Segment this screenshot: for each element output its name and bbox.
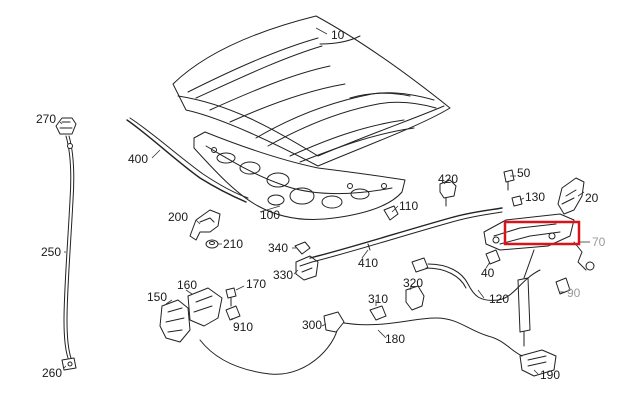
label-100: 100 [260, 208, 280, 222]
prop-rod-410[interactable] [309, 207, 503, 263]
bowden-cable-180[interactable] [199, 317, 523, 375]
label-320: 320 [403, 276, 423, 290]
label-310: 310 [368, 292, 388, 306]
label-250: 250 [41, 245, 61, 259]
bolt-130[interactable] [511, 195, 523, 207]
hinge-20[interactable] [557, 177, 585, 215]
label-410: 410 [358, 256, 378, 270]
part-labels: 10 20 40 50 70 90 100 110 120 130 150 16… [36, 28, 606, 382]
bracket-200[interactable] [189, 209, 221, 241]
label-910: 910 [233, 320, 253, 334]
highlight-frame [503, 220, 581, 246]
fastener-50[interactable] [503, 169, 515, 191]
clip-340[interactable] [294, 241, 311, 255]
clip-300[interactable] [323, 311, 345, 333]
latch-150[interactable] [159, 299, 191, 343]
lock-330[interactable] [295, 255, 319, 281]
wire-connector[interactable] [411, 257, 429, 273]
label-110: 110 [399, 199, 418, 213]
latch-160[interactable] [187, 287, 223, 327]
label-10: 10 [331, 28, 345, 42]
label-160: 160 [177, 278, 197, 292]
label-400: 400 [128, 152, 148, 166]
bolt-40[interactable] [485, 249, 501, 265]
label-330: 330 [273, 268, 293, 282]
gas-strut[interactable] [517, 249, 535, 347]
hood-outer-panel[interactable] [172, 15, 451, 167]
label-190: 190 [540, 368, 560, 382]
wire-harness-120[interactable] [425, 263, 541, 301]
label-90: 90 [567, 286, 581, 300]
lock-module-190[interactable] [519, 349, 557, 377]
sensor-320[interactable] [405, 285, 425, 311]
bolt-910[interactable] [225, 305, 241, 321]
bolt-170[interactable] [225, 287, 237, 307]
label-130: 130 [525, 190, 545, 204]
release-cable[interactable] [63, 135, 75, 359]
label-20: 20 [585, 191, 599, 205]
leader-lines [59, 27, 590, 375]
label-300: 300 [302, 318, 322, 332]
label-40: 40 [481, 266, 495, 280]
clip-310[interactable] [369, 305, 387, 321]
label-210: 210 [223, 237, 243, 251]
label-260: 260 [42, 366, 62, 380]
label-420: 420 [438, 172, 458, 186]
label-200: 200 [168, 210, 188, 224]
label-50: 50 [517, 166, 531, 180]
label-120: 120 [489, 292, 509, 306]
bolt-90[interactable] [555, 277, 571, 295]
spring-70[interactable] [573, 241, 595, 271]
label-170: 170 [246, 277, 266, 291]
label-70: 70 [592, 235, 606, 249]
label-150: 150 [147, 290, 167, 304]
cable-end-clip[interactable] [61, 357, 77, 371]
label-270: 270 [36, 112, 56, 126]
clip-420[interactable] [439, 179, 457, 207]
grommet-210[interactable] [205, 239, 219, 249]
label-180: 180 [385, 332, 405, 346]
hood-seal-strip[interactable] [126, 117, 249, 203]
release-handle[interactable] [55, 117, 77, 135]
label-340: 340 [268, 241, 288, 255]
